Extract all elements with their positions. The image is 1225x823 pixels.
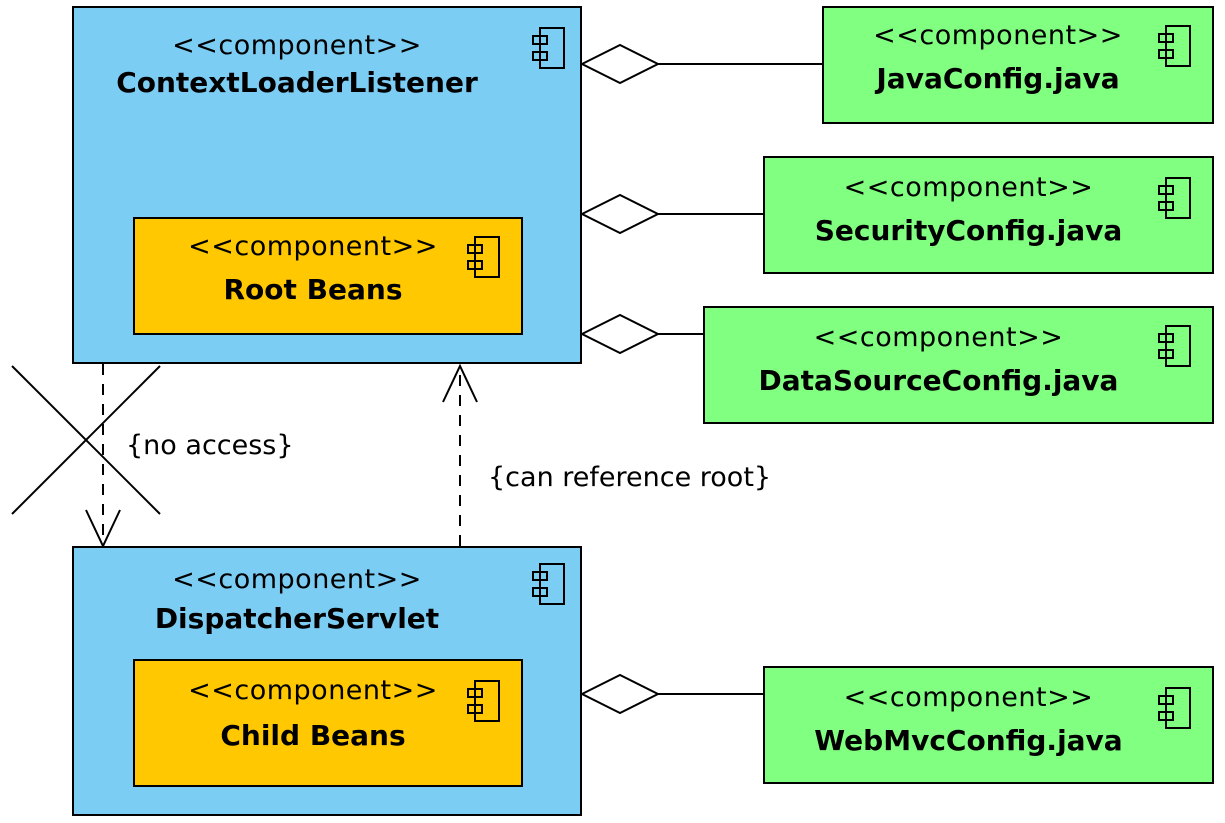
stereotype-label: <<component>> xyxy=(843,172,1094,203)
component-icon xyxy=(467,236,500,278)
securityconfig-component: <<component>> SecurityConfig.java xyxy=(763,156,1214,274)
aggregation-javaconfig xyxy=(579,43,822,85)
stereotype-label: <<component>> xyxy=(188,231,438,262)
component-name: SecurityConfig.java xyxy=(814,214,1123,247)
webmvcconfig-component: <<component>> WebMvcConfig.java xyxy=(763,666,1214,784)
child-beans-component: <<component>> Child Beans xyxy=(133,659,523,787)
component-icon xyxy=(1158,177,1191,219)
component-name: Child Beans xyxy=(220,719,406,752)
dispatcher-servlet-component: <<component>> DispatcherServlet <<compon… xyxy=(72,546,582,816)
component-name: WebMvcConfig.java xyxy=(814,724,1123,757)
dependency-can-reference xyxy=(442,363,478,546)
component-name: JavaConfig.java xyxy=(876,62,1120,95)
context-loader-listener-component: <<component>> ContextLoaderListener <<co… xyxy=(72,6,582,364)
root-beans-component: <<component>> Root Beans xyxy=(133,217,523,335)
stereotype-label: <<component>> xyxy=(172,564,422,595)
component-icon xyxy=(532,563,565,605)
stereotype-label: <<component>> xyxy=(843,682,1094,713)
aggregation-securityconfig xyxy=(579,193,763,235)
component-name: DataSourceConfig.java xyxy=(758,364,1119,397)
can-reference-root-label: {can reference root} xyxy=(488,462,772,493)
component-icon xyxy=(467,680,500,722)
datasourceconfig-component: <<component>> DataSourceConfig.java xyxy=(703,306,1214,424)
component-icon xyxy=(1158,25,1191,67)
aggregation-webmvcconfig xyxy=(579,673,763,715)
component-name: Root Beans xyxy=(223,273,403,306)
stereotype-label: <<component>> xyxy=(873,20,1123,51)
component-name: DispatcherServlet xyxy=(154,602,440,635)
component-icon xyxy=(532,27,565,69)
stereotype-label: <<component>> xyxy=(172,30,422,61)
component-name: ContextLoaderListener xyxy=(116,66,478,99)
no-access-label: {no access} xyxy=(126,430,294,461)
aggregation-datasourceconfig xyxy=(579,313,703,355)
component-icon xyxy=(1158,325,1191,367)
javaconfig-component: <<component>> JavaConfig.java xyxy=(822,6,1214,124)
stereotype-label: <<component>> xyxy=(813,322,1064,353)
component-icon xyxy=(1158,687,1191,729)
dependency-no-access xyxy=(85,364,121,549)
stereotype-label: <<component>> xyxy=(188,675,438,706)
cross-mark xyxy=(11,365,161,515)
